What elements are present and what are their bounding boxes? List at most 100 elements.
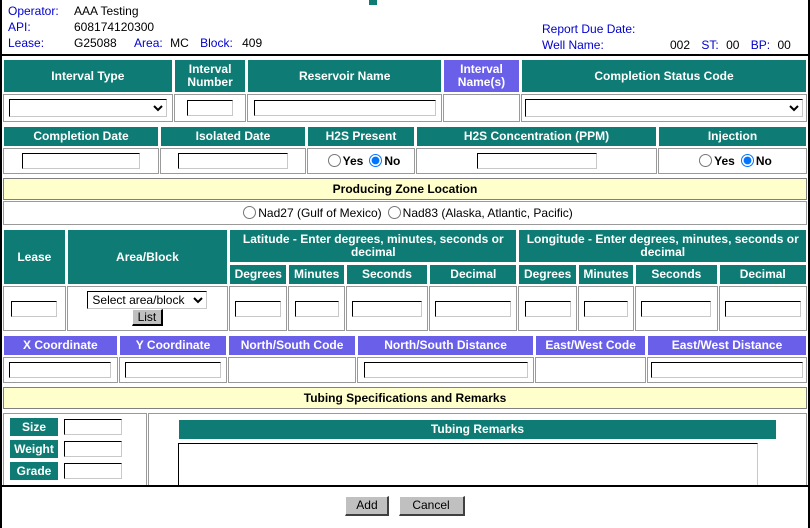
producing-zone-section: Producing Zone Location Nad27 (Gulf of M… [2,175,808,226]
cell-datum-radios: Nad27 (Gulf of Mexico) Nad83 (Alaska, Atl… [3,201,807,225]
area-label: Area: [134,36,163,50]
page-title-marker [369,0,377,5]
reservoir-name-input[interactable] [253,100,436,116]
block-label: Block: [200,36,233,50]
cell-north-south-distance [356,357,535,383]
cell-lat-seconds [345,286,429,331]
tubing-weight-input[interactable] [64,441,123,457]
location-table: Lease Area/Block Latitude - Enter degree… [2,228,808,332]
tubing-weight-row: Weight [10,440,140,458]
cell-area-block: Select area/block List [66,286,229,331]
area-block-list-button[interactable]: List [131,309,164,326]
completion-status-select[interactable] [525,99,803,117]
nad83-radio[interactable] [387,206,401,219]
operator-label: Operator: [8,4,59,18]
isolated-date-input[interactable] [178,153,288,169]
tubing-size-input[interactable] [64,419,123,435]
h2s-concentration-input[interactable] [476,153,597,169]
detail-table: Completion Date Isolated Date H2S Presen… [2,125,808,175]
lon-seconds-input[interactable] [641,300,712,317]
well-header: Operator:AAA Testing API: 608174120300 Le… [2,0,808,56]
lon-degrees-input[interactable] [524,300,571,317]
lat-minutes-input[interactable] [294,300,339,317]
cell-interval-type [3,94,173,122]
east-west-distance-input[interactable] [651,362,803,378]
tubing-grade-input[interactable] [64,463,123,479]
header-lon-decimal: Decimal [718,264,807,285]
bp-value: 00 [777,38,791,52]
api-label: API: [8,20,31,34]
header-lon-degrees: Degrees [518,264,577,285]
coordinates-table: X Coordinate Y Coordinate North/South Co… [2,334,808,384]
tubing-grade-label: Grade [10,462,58,480]
header-h2s-concentration: H2S Concentration (PPM) [416,126,657,147]
nad27-radio[interactable] [243,206,257,219]
lease-value: G25088 [74,36,117,50]
producing-zone-radio-row: Nad27 (Gulf of Mexico) Nad83 (Alaska, Atl… [3,201,807,225]
injection-yes-radio[interactable] [699,154,713,167]
cell-interval-names [442,94,520,122]
coordinates-header-row: X Coordinate Y Coordinate North/South Co… [3,335,807,356]
cell-h2s-concentration [416,148,657,174]
cell-lat-minutes [288,286,345,331]
header-north-south-code: North/South Code [228,335,356,356]
cell-north-south-code [228,357,356,383]
add-button[interactable]: Add [345,496,390,516]
h2s-yes-radio[interactable] [327,154,341,167]
lon-minutes-input[interactable] [584,300,628,317]
api-value: 608174120300 [74,20,155,34]
footer-divider [2,485,808,487]
report-due-date-label: Report Due Date: [542,22,636,36]
cell-completion-status [521,94,807,122]
header-lat-minutes: Minutes [288,264,345,285]
cell-lon-minutes [577,286,635,331]
cell-interval-number [173,94,247,122]
north-south-distance-input[interactable] [363,362,528,378]
header-lon-minutes: Minutes [577,264,635,285]
lat-seconds-input[interactable] [351,300,422,317]
tubing-size-label: Size [10,418,58,436]
cancel-button[interactable]: Cancel [398,496,465,516]
area-block-select[interactable]: Select area/block [87,291,208,309]
completion-date-input[interactable] [22,153,140,169]
detail-section: Completion Date Isolated Date H2S Presen… [2,123,808,175]
coordinates-input-row [3,357,807,383]
lease-input[interactable] [11,300,58,317]
header-latitude: Latitude - Enter degrees, minutes, secon… [229,229,518,263]
cell-reservoir-name [247,94,442,122]
operator-row: Operator:AAA Testing [8,3,808,19]
interval-number-input[interactable] [187,100,234,116]
h2s-no-label: No [384,154,401,168]
well-name-label: Well Name: [542,38,604,52]
st-label: ST: [701,38,719,52]
nad27-label: Nad27 (Gulf of Mexico) [258,206,382,220]
cell-lon-seconds [635,286,718,331]
cell-h2s-present: Yes No [307,148,415,174]
injection-no-radio[interactable] [740,154,754,167]
h2s-no-radio[interactable] [369,154,383,167]
tubing-title-row: Tubing Specifications and Remarks [3,387,807,409]
y-coordinate-input[interactable] [125,362,222,378]
detail-header-row: Completion Date Isolated Date H2S Presen… [3,126,807,147]
header-lat-seconds: Seconds [345,264,429,285]
header-east-west-distance: East/West Distance [647,335,807,356]
h2s-yes-label: Yes [342,154,364,168]
lease-label: Lease: [8,36,45,50]
lat-decimal-input[interactable] [435,300,512,317]
x-coordinate-input[interactable] [9,362,112,378]
header-lat-decimal: Decimal [429,264,518,285]
header-completion-date: Completion Date [3,126,159,147]
nad83-label: Nad83 (Alaska, Atlantic, Pacific) [402,206,573,220]
lon-decimal-input[interactable] [724,300,801,317]
producing-zone-table: Producing Zone Location Nad27 (Gulf of M… [2,177,808,226]
lat-degrees-input[interactable] [235,300,282,317]
injection-no-label: No [755,154,772,168]
header-h2s-present: H2S Present [307,126,415,147]
header-lon-seconds: Seconds [635,264,718,285]
header-north-south-distance: North/South Distance [356,335,535,356]
location-input-row: Select area/block List [3,286,807,331]
tubing-grade-row: Grade [10,462,140,480]
cell-completion-date [3,148,159,174]
interval-type-select[interactable] [8,99,167,117]
